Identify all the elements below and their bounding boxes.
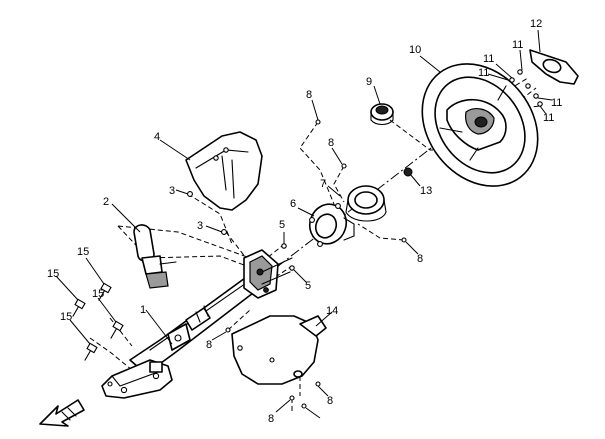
callout-8d: 8 <box>206 339 212 351</box>
callout-14: 14 <box>326 305 338 317</box>
callout-7: 7 <box>320 178 326 190</box>
callout-11e: 11 <box>543 112 554 124</box>
callout-1: 1 <box>140 304 146 316</box>
callout-leaders <box>55 29 553 419</box>
callout-8f: 8 <box>268 413 274 425</box>
callout-13: 13 <box>420 185 432 197</box>
callout-3b: 3 <box>197 220 203 232</box>
switch-screws <box>281 243 295 271</box>
callout-15d: 15 <box>60 311 72 323</box>
callout-15a: 15 <box>47 268 59 280</box>
callout-3a: 3 <box>169 185 175 197</box>
callout-8c: 8 <box>417 253 423 265</box>
hub-collar-ring <box>345 185 387 222</box>
callout-11a: 11 <box>483 53 494 65</box>
horn-pad-cover <box>529 49 579 85</box>
callout-11d: 11 <box>551 97 562 109</box>
column-switch-block <box>243 249 293 299</box>
upper-column-shroud <box>185 131 263 211</box>
callout-9: 9 <box>366 76 372 88</box>
callout-5a: 5 <box>279 219 285 231</box>
wheel-bushing <box>370 103 394 126</box>
wheel-screws <box>509 69 543 107</box>
callout-6: 6 <box>290 198 296 210</box>
front-direction-arrow-icon <box>39 399 85 427</box>
callout-11b: 11 <box>512 39 523 51</box>
mounting-bolts <box>72 282 124 361</box>
callout-8b: 8 <box>328 137 334 149</box>
callout-15c: 15 <box>92 288 104 300</box>
callout-8e: 8 <box>327 395 333 407</box>
lower-column-shroud <box>231 315 327 385</box>
callout-12: 12 <box>530 18 542 30</box>
callout-15b: 15 <box>77 246 89 258</box>
shift-lever <box>133 224 177 289</box>
callout-8a: 8 <box>306 89 312 101</box>
callout-2: 2 <box>103 196 109 208</box>
callout-4: 4 <box>154 131 160 143</box>
callout-5b: 5 <box>305 280 311 292</box>
callout-10: 10 <box>409 44 421 56</box>
callout-11c: 11 <box>478 67 489 79</box>
steering-wheel <box>421 63 539 187</box>
callout-labels: 1 2 3 3 4 5 5 6 7 8 8 8 8 8 8 9 10 11 11… <box>47 18 562 425</box>
hub-flange <box>308 203 355 247</box>
column-mounting-bracket <box>101 359 173 399</box>
